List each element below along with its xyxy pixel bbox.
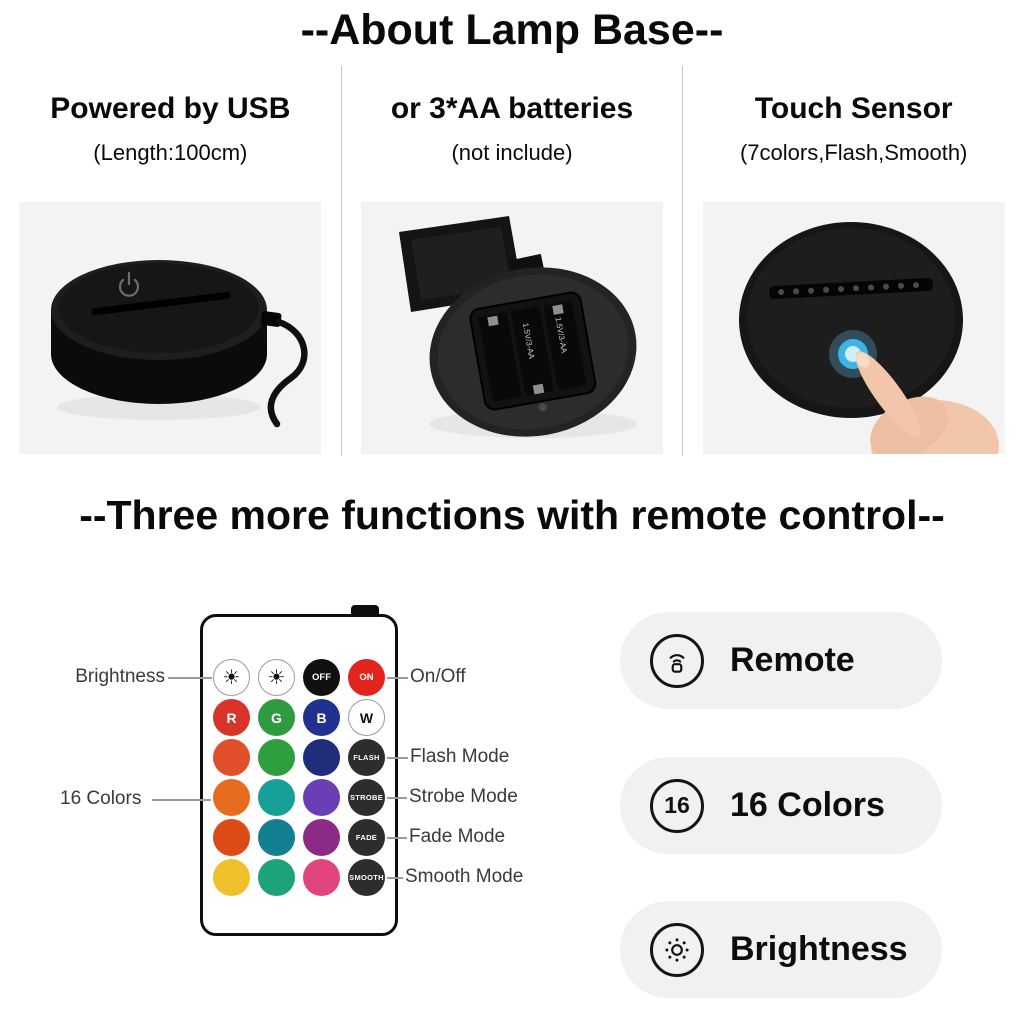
- remote-color-button: [213, 779, 250, 816]
- panel-usb: Powered by USB (Length:100cm): [0, 66, 341, 456]
- remote-color-button: [258, 819, 295, 856]
- remote-color-button: [213, 739, 250, 776]
- blue-button: B: [303, 699, 340, 736]
- usb-cable: [267, 318, 308, 428]
- led-strip: [768, 277, 933, 300]
- battery-compartment-illustration: 1.5V/3-AA 1.5V/3-AA: [399, 216, 637, 438]
- panel-batteries-subtitle: (not include): [451, 140, 573, 165]
- remote-color-button: [258, 739, 295, 776]
- red-button: R: [213, 699, 250, 736]
- brightness-icon: [650, 922, 704, 977]
- power-touch-icon: [119, 271, 140, 297]
- line-brightness: [168, 677, 212, 679]
- callout-16-colors: 16 Colors: [60, 788, 142, 809]
- panel-touch-sensor: Touch Sensor (7colors,Flash,Smooth): [682, 66, 1024, 456]
- fade-mode-button: FADE: [348, 819, 385, 856]
- line-on-off: [387, 677, 408, 679]
- brightness-up-button: ☀: [213, 659, 250, 696]
- lamp-base-panels: Powered by USB (Length:100cm): [0, 66, 1024, 456]
- panel-touch-title: Touch Sensor: [754, 92, 953, 125]
- panel-touch-subtitle: (7colors,Flash,Smooth): [739, 140, 968, 165]
- remote-icon: [650, 633, 704, 688]
- flash-mode-button: FLASH: [348, 739, 385, 776]
- line-fade: [387, 837, 407, 839]
- callout-fade-mode: Fade Mode: [409, 826, 506, 847]
- page-title: --About Lamp Base--: [300, 6, 724, 54]
- usb-lamp-base-illustration: [51, 260, 308, 428]
- battery-compartment-photo: 1.5V/3-AA 1.5V/3-AA: [361, 202, 663, 454]
- smooth-mode-button: SMOOTH: [348, 859, 385, 896]
- line-flash: [387, 757, 408, 759]
- feature-remote-label: Remote: [730, 641, 855, 679]
- feature-16-colors-label: 16 Colors: [730, 786, 885, 824]
- remote-color-button: [258, 779, 295, 816]
- panel-usb-title: Powered by USB: [50, 92, 291, 125]
- pointing-finger: [855, 351, 999, 454]
- callout-on-off: On/Off: [410, 666, 466, 687]
- remote-section-title: --Three more functions with remote contr…: [79, 492, 945, 538]
- remote-color-button: [213, 859, 250, 896]
- callout-flash-mode: Flash Mode: [410, 746, 510, 767]
- 16-badge-icon: 16: [650, 778, 704, 833]
- feature-remote: Remote: [620, 612, 942, 709]
- touch-sensor-illustration: [738, 222, 999, 454]
- remote-color-button: [303, 819, 340, 856]
- panel-batteries: or 3*AA batteries (not include): [340, 66, 683, 456]
- remote-color-button: [258, 859, 295, 896]
- panel-batteries-title: or 3*AA batteries: [390, 92, 634, 125]
- callout-brightness: Brightness: [75, 666, 165, 687]
- remote-color-button: [213, 819, 250, 856]
- green-button: G: [258, 699, 295, 736]
- white-button: W: [348, 699, 385, 736]
- remote-color-button: [303, 779, 340, 816]
- callout-smooth-mode: Smooth Mode: [405, 866, 524, 887]
- feature-16-colors: 16 16 Colors: [620, 757, 942, 854]
- usb-lamp-base-photo: [19, 202, 322, 454]
- strobe-mode-button: STROBE: [348, 779, 385, 816]
- on-button: ON: [348, 659, 385, 696]
- line-16-colors: [152, 799, 211, 801]
- ir-emitter-tab: [351, 605, 379, 617]
- off-button: OFF: [303, 659, 340, 696]
- callout-strobe-mode: Strobe Mode: [409, 786, 518, 807]
- panel-usb-subtitle: (Length:100cm): [93, 140, 248, 165]
- line-strobe: [387, 797, 407, 799]
- line-smooth: [387, 877, 403, 879]
- touch-sensor-photo: [702, 202, 1005, 454]
- feature-brightness: Brightness: [620, 901, 942, 998]
- brightness-down-button: ☀: [258, 659, 295, 696]
- remote-color-button: [303, 739, 340, 776]
- feature-brightness-label: Brightness: [730, 930, 908, 968]
- remote-color-button: [303, 859, 340, 896]
